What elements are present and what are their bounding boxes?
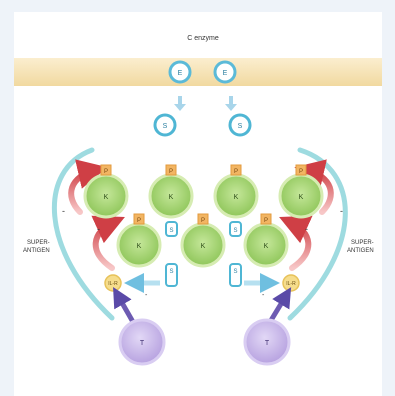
phosphate-bottom-1: P [134,214,144,224]
superantigen-label-right-line1: SUPER- [351,240,374,246]
superantigen-label-right-line2: ANTIGEN [347,248,374,254]
svg-text:K: K [299,194,304,201]
t-cell-left: T [120,320,164,364]
svg-text:K: K [234,194,239,201]
kinase-top-4: K [280,175,322,217]
inhibitor-outer-left: - [62,206,65,216]
svg-text:IL-R: IL-R [286,281,296,287]
phosphate-bottom-2: P [198,214,208,224]
svg-text:S: S [233,228,237,234]
inhibitor-inner-right: - [305,224,308,234]
svg-text:S: S [233,269,237,275]
svg-text:P: P [104,169,108,175]
signal-tag-left: S [166,222,177,236]
membrane-node-left: E [170,62,190,82]
svg-text:T: T [140,340,145,347]
svg-text:K: K [264,243,269,250]
svg-text:K: K [137,243,142,250]
svg-text:S: S [163,123,168,130]
svg-text:K: K [169,194,174,201]
svg-text:E: E [178,70,183,77]
superantigen-label-left-line1: SUPER- [27,240,50,246]
inhibitor-outer-right: - [340,206,343,216]
phosphate-top-1: P [101,165,111,175]
signal-tag-right: S [230,222,241,236]
membrane-node-right: E [215,62,235,82]
receptor-right: IL-R [283,275,299,291]
kinase-top-3: K [215,175,257,217]
svg-text:P: P [169,169,173,175]
kinase-top-2: K [150,175,192,217]
kinase-bottom-2: K [182,224,224,266]
svg-text:P: P [299,169,303,175]
signal-tag-right-lower: S [230,264,241,286]
phosphate-top-4: P [296,165,306,175]
svg-text:T: T [265,340,270,347]
phosphate-top-3: P [231,165,241,175]
top-label: C enzyme [187,35,219,42]
svg-text:P: P [264,218,268,224]
inhibitor-inner-left: - [97,224,100,234]
kinase-top-1: K [85,175,127,217]
signal-tag-left-lower: S [166,264,177,286]
svg-text:S: S [169,269,173,275]
svg-text:P: P [201,218,205,224]
signal-node-left: S [155,115,175,135]
membrane-band [14,58,382,86]
svg-text:K: K [104,194,109,201]
t-cell-right: T [245,320,289,364]
svg-text:IL-R: IL-R [108,281,118,287]
kinase-bottom-1: K [118,224,160,266]
superantigen-label-left-line2: ANTIGEN [23,248,50,254]
svg-text:P: P [234,169,238,175]
kinase-bottom-3: K [245,224,287,266]
signal-node-right: S [230,115,250,135]
receptor-left: IL-R [105,275,121,291]
svg-text:K: K [201,243,206,250]
phosphate-bottom-3: P [261,214,271,224]
phosphate-top-2: P [166,165,176,175]
svg-text:E: E [223,70,228,77]
svg-text:S: S [169,228,173,234]
svg-text:S: S [238,123,243,130]
svg-text:P: P [137,218,141,224]
